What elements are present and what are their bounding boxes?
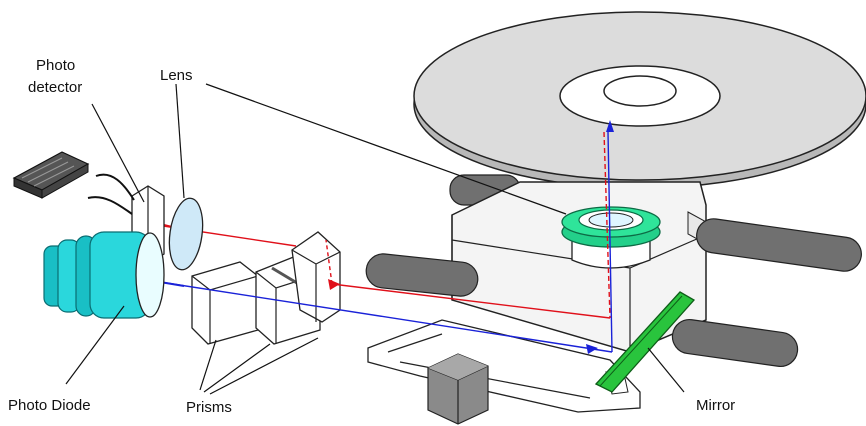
- label-mirror: Mirror: [696, 397, 735, 414]
- rail-right-top: [696, 218, 862, 272]
- chip: [12, 151, 90, 199]
- label-photo-detector-line1: Photo: [36, 57, 75, 74]
- disc-center-hole: [603, 75, 677, 107]
- optical-disc: [413, 11, 866, 189]
- label-photo-detector-line2: detector: [28, 79, 82, 96]
- label-prisms: Prisms: [186, 399, 232, 416]
- objective-lens-assembly: [561, 206, 661, 269]
- label-lens: Lens: [160, 67, 193, 84]
- mirror: [594, 291, 696, 393]
- drive-motor: [427, 353, 489, 425]
- prism-left: [191, 261, 259, 345]
- photo-diode: [43, 231, 165, 319]
- sled-body: [451, 181, 711, 353]
- rail-left-middle: [365, 253, 479, 297]
- label-photo-diode: Photo Diode: [8, 397, 91, 414]
- rail-right-bottom: [671, 318, 799, 368]
- leader-lines: [65, 83, 685, 395]
- collimator-lens: [168, 197, 204, 271]
